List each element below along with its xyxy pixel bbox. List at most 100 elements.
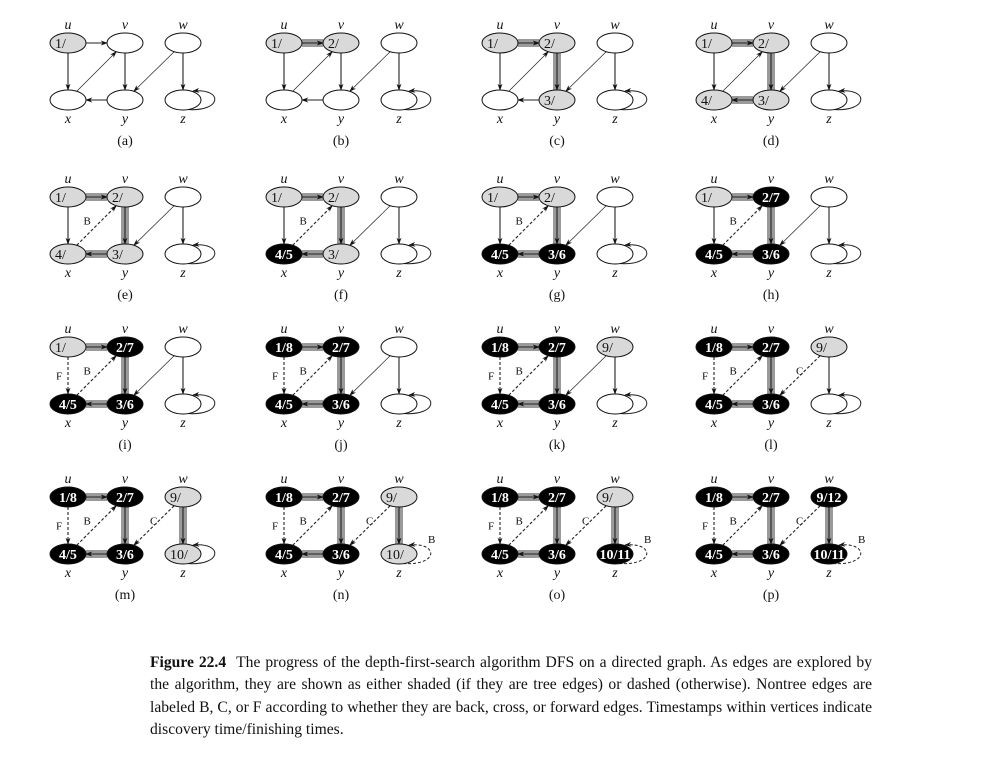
vertex-name-u: u <box>65 18 72 33</box>
vertex-x <box>481 89 519 111</box>
vertex-timestamp: 2/ <box>544 191 555 206</box>
panel-label: (n) <box>333 588 350 603</box>
vertex-timestamp: 2/7 <box>762 491 780 506</box>
vertex-w <box>596 32 634 54</box>
figure-caption-text: The progress of the depth-first-search a… <box>150 654 872 739</box>
edge-type-label: F <box>272 521 278 533</box>
vertex-z <box>810 89 848 111</box>
vertex-name-w: w <box>178 172 188 187</box>
vertex-v <box>538 32 576 54</box>
self-loop-edge <box>186 87 216 111</box>
vertex-w <box>164 186 202 208</box>
edge-type-label: B <box>730 216 737 228</box>
vertex-y <box>752 89 790 111</box>
vertex-u <box>695 32 733 54</box>
vertex-name-x: x <box>64 416 72 431</box>
vertex-v <box>106 32 144 54</box>
vertex-name-u: u <box>281 472 288 487</box>
vertex-name-y: y <box>552 266 561 281</box>
vertex-v <box>538 186 576 208</box>
vertex-timestamp: 2/ <box>112 191 123 206</box>
vertex-name-x: x <box>64 266 72 281</box>
edge-type-label: B <box>644 534 651 546</box>
edge-xv <box>292 51 333 92</box>
vertex-x <box>695 543 733 565</box>
vertex-timestamp: 10/11 <box>599 548 630 563</box>
vertex-name-w: w <box>394 172 404 187</box>
vertex-v <box>322 486 360 508</box>
edge-xv <box>76 355 117 396</box>
edge-wy <box>565 205 607 246</box>
vertex-timestamp: 3/6 <box>332 398 350 413</box>
vertex-name-w: w <box>394 472 404 487</box>
vertex-z <box>164 89 202 111</box>
vertex-name-z: z <box>179 266 186 281</box>
vertex-w <box>596 186 634 208</box>
vertex-v <box>752 32 790 54</box>
edge-type-label: B <box>516 516 523 528</box>
vertex-timestamp: 1/ <box>487 191 498 206</box>
vertex-z <box>810 543 848 565</box>
panel-label: (c) <box>549 134 565 149</box>
edge-xv <box>508 355 549 396</box>
self-loop-edge <box>618 87 648 111</box>
vertex-timestamp: 1/ <box>55 341 66 356</box>
vertex-name-v: v <box>768 172 775 187</box>
vertex-x <box>49 89 87 111</box>
vertex-name-u: u <box>497 472 504 487</box>
vertex-u <box>695 486 733 508</box>
edge-wy <box>133 355 175 396</box>
vertex-timestamp: 4/5 <box>275 398 293 413</box>
edge-xv <box>292 205 333 246</box>
vertex-w <box>380 32 418 54</box>
vertex-name-y: y <box>766 266 775 281</box>
vertex-timestamp: 1/8 <box>275 491 293 506</box>
vertex-name-y: y <box>120 266 129 281</box>
self-loop-edge <box>402 87 432 111</box>
vertex-timestamp: 3/ <box>112 248 123 263</box>
vertex-timestamp: 1/ <box>701 37 712 52</box>
vertex-y <box>752 243 790 265</box>
vertex-z <box>596 543 634 565</box>
vertex-timestamp: 2/7 <box>332 491 350 506</box>
vertex-name-x: x <box>280 266 288 281</box>
vertex-v <box>752 336 790 358</box>
panel-label: (g) <box>549 288 566 303</box>
vertex-u <box>265 186 303 208</box>
edge-xv <box>508 505 549 546</box>
vertex-name-v: v <box>122 322 129 337</box>
vertex-timestamp: 2/ <box>758 37 769 52</box>
vertex-y <box>322 393 360 415</box>
vertex-timestamp: 3/6 <box>762 248 780 263</box>
panel-label: (k) <box>549 438 566 453</box>
vertex-y <box>752 543 790 565</box>
vertex-name-z: z <box>611 416 618 431</box>
vertex-x <box>265 89 303 111</box>
vertex-timestamp: 9/ <box>602 341 613 356</box>
vertex-u <box>49 486 87 508</box>
vertex-name-z: z <box>395 112 402 127</box>
vertex-name-v: v <box>338 472 345 487</box>
vertex-timestamp: 1/8 <box>59 491 77 506</box>
vertex-timestamp: 4/5 <box>705 548 723 563</box>
figure-label: Figure 22.4 <box>150 654 227 671</box>
vertex-name-v: v <box>554 322 561 337</box>
panel-label: (b) <box>333 134 350 149</box>
vertex-w <box>164 486 202 508</box>
vertex-timestamp: 2/7 <box>762 191 780 206</box>
vertex-y <box>538 543 576 565</box>
edge-xv <box>508 205 549 246</box>
vertex-timestamp: 1/ <box>55 191 66 206</box>
vertex-name-y: y <box>552 416 561 431</box>
vertex-y <box>106 393 144 415</box>
vertex-name-z: z <box>611 266 618 281</box>
vertex-name-y: y <box>336 112 345 127</box>
vertex-name-w: w <box>824 472 834 487</box>
vertex-x <box>265 543 303 565</box>
vertex-w <box>596 336 634 358</box>
self-loop-edge <box>618 391 648 415</box>
vertex-name-z: z <box>825 416 832 431</box>
